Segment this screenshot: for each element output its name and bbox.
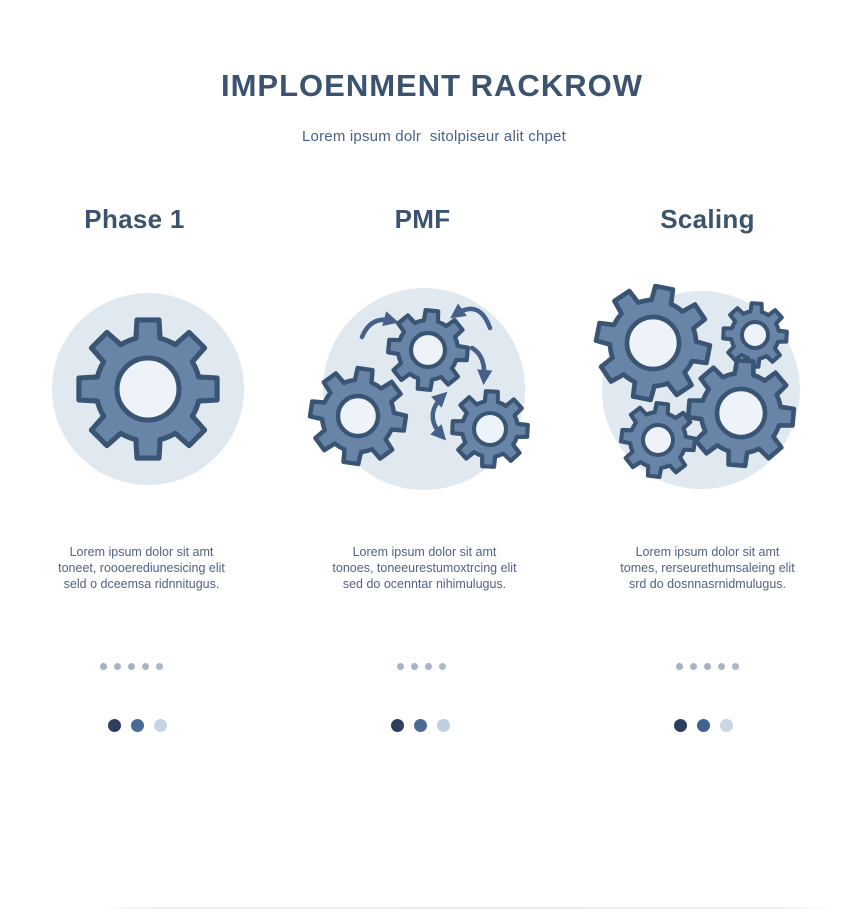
dot xyxy=(142,663,149,670)
gear-hole xyxy=(408,330,448,370)
dot xyxy=(131,719,144,732)
progress-dots-row xyxy=(391,719,450,732)
gear-hole xyxy=(471,410,509,448)
dot xyxy=(414,719,427,732)
dot xyxy=(108,719,121,732)
gear-hole xyxy=(640,422,676,458)
dot xyxy=(439,663,446,670)
process-arrow xyxy=(430,391,448,441)
small-dots-row xyxy=(676,663,739,670)
icon-area xyxy=(566,284,848,494)
infographic-page: IMPLOENMENT RACKROW Lorem ipsum dolr sit… xyxy=(0,68,848,916)
dot xyxy=(720,719,733,732)
gear-hole xyxy=(740,320,770,350)
dot xyxy=(411,663,418,670)
dot xyxy=(437,719,450,732)
dot xyxy=(156,663,163,670)
icon-area xyxy=(283,284,566,494)
column-heading: Phase 1 xyxy=(84,204,185,234)
process-gears-arrows-icon xyxy=(307,288,530,490)
dot xyxy=(100,663,107,670)
gear-hole xyxy=(624,314,682,372)
gear-hole xyxy=(714,386,768,440)
column-heading: PMF xyxy=(394,204,451,234)
dot xyxy=(676,663,683,670)
dot xyxy=(697,719,710,732)
column-description: Lorem ipsum dolor sit amt tomes, rerseur… xyxy=(620,545,795,591)
gear-hole xyxy=(335,393,381,439)
column-heading: Scaling xyxy=(660,204,755,234)
dot xyxy=(391,719,404,732)
dot xyxy=(397,663,404,670)
process-arrow xyxy=(469,345,493,386)
dot xyxy=(674,719,687,732)
column-description: Lorem ipsum dolor sit amt tonoes, toneeu… xyxy=(332,545,517,591)
dot xyxy=(114,663,121,670)
small-dots-row xyxy=(397,663,446,670)
small-dots-row xyxy=(100,663,163,670)
bottom-edge-artifact xyxy=(100,907,834,909)
page-subtitle: Lorem ipsum dolr sitolpiseur alit chpet xyxy=(302,128,566,145)
phase-columns: Phase 1 Lorem ipsum dolor sit amt toneet… xyxy=(0,202,848,732)
dot xyxy=(732,663,739,670)
single-gear-icon xyxy=(52,293,244,485)
page-title: IMPLOENMENT RACKROW xyxy=(221,68,643,103)
gear-cluster-icon xyxy=(593,284,800,489)
progress-dots-row xyxy=(108,719,167,732)
column-pmf: PMF Lorem ipsum dolor sit amt tonoes, to… xyxy=(283,202,566,732)
progress-dots-row xyxy=(674,719,733,732)
column-phase-1: Phase 1 Lorem ipsum dolor sit amt toneet… xyxy=(0,202,283,732)
column-scaling: Scaling Lorem ipsum dolor sit amt tomes,… xyxy=(566,202,848,732)
dot xyxy=(690,663,697,670)
dot xyxy=(704,663,711,670)
column-description: Lorem ipsum dolor sit amt toneet, roooer… xyxy=(58,545,225,591)
dot xyxy=(128,663,135,670)
gear-hole xyxy=(114,355,182,423)
process-arrow xyxy=(450,303,493,331)
dot xyxy=(154,719,167,732)
dot xyxy=(718,663,725,670)
process-arrow xyxy=(359,311,399,340)
icon-area xyxy=(0,284,283,494)
dot xyxy=(425,663,432,670)
